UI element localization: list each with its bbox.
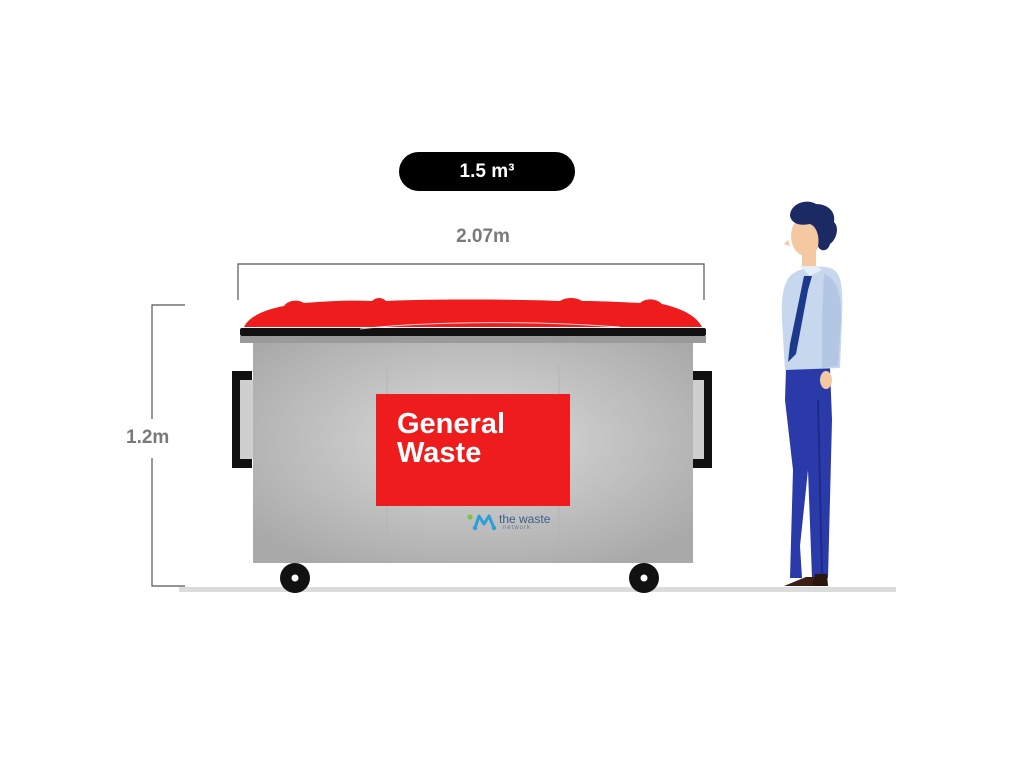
left-handle [232, 371, 254, 468]
sign-line-2: Waste [397, 437, 482, 469]
bin-lid [244, 298, 702, 327]
person-figure [781, 201, 843, 586]
height-dimension-line [151, 304, 185, 587]
network-logo-icon [467, 514, 497, 531]
bin-rim [240, 336, 706, 343]
capacity-value: 1.5 m³ [459, 160, 515, 182]
sign-line-1: General [397, 408, 505, 440]
left-wheel [280, 563, 310, 593]
ground-line [179, 587, 896, 592]
brand-subtitle: network [503, 525, 532, 531]
height-label: 1.2m [126, 427, 170, 448]
brand-name: the waste [499, 512, 551, 526]
right-handle [690, 371, 712, 468]
width-label: 2.07m [456, 226, 510, 247]
sign-text: General Waste [397, 410, 505, 468]
general-waste-sign [376, 394, 570, 506]
right-wheel [629, 563, 659, 593]
capacity-badge: 1.5 m³ [399, 152, 575, 191]
width-dimension-line [237, 263, 705, 300]
